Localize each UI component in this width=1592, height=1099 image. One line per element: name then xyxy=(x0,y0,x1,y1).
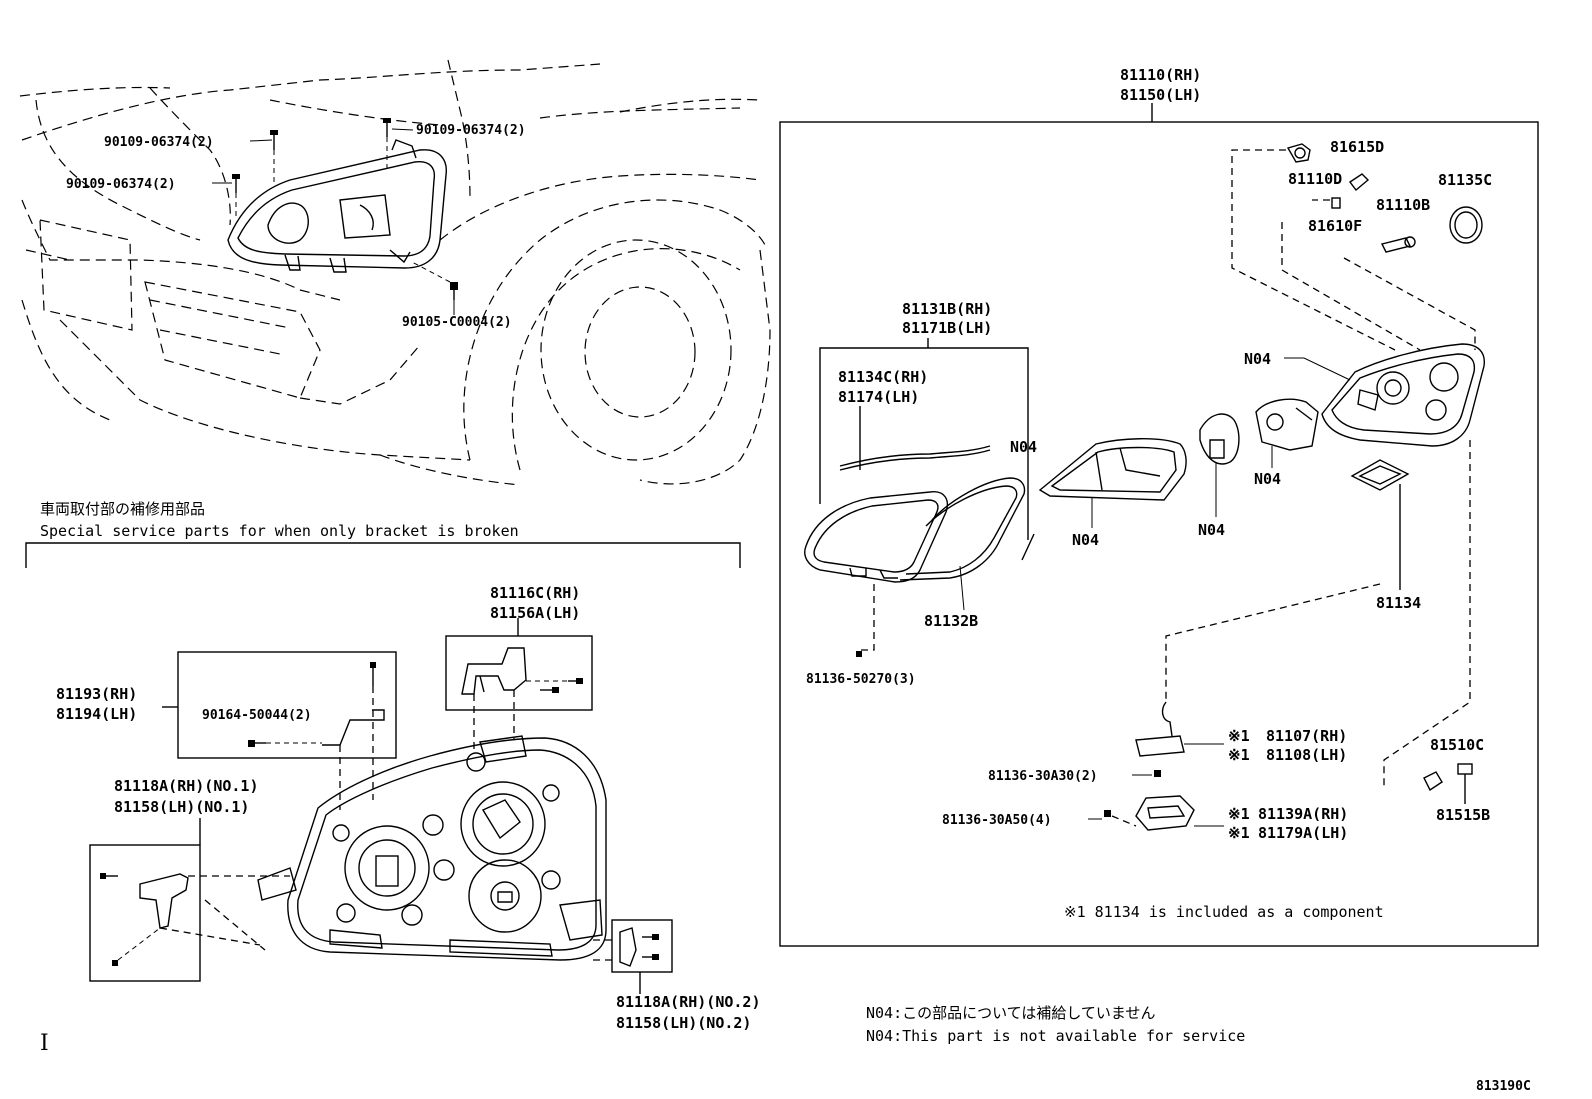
label-socket-615d: 81615D xyxy=(1330,138,1384,156)
gasket-strip xyxy=(839,449,991,471)
label-cover-lh: 81179A(LH) xyxy=(1258,824,1348,842)
bracket-section-border xyxy=(25,542,741,568)
bracket-upper-box xyxy=(445,635,593,711)
label-bracket-no2-lh: 81158(LH)(NO.2) xyxy=(616,1014,751,1032)
label-unit-rh: 81110(RH) xyxy=(1120,66,1201,84)
bracket-top-box xyxy=(177,651,397,759)
label-bracket-top-screw: 90164-50044(2) xyxy=(202,708,312,723)
label-n04-reflector: N04 xyxy=(1072,531,1099,549)
label-ecu-lh: 81108(LH) xyxy=(1266,746,1347,764)
label-ecu-mark-lh: ※1 xyxy=(1228,746,1250,764)
label-bulb-110b: 81110B xyxy=(1376,196,1430,214)
label-cover-mark-rh: ※1 xyxy=(1228,805,1250,823)
bracket-upper-part xyxy=(461,647,583,695)
cap-135c-icon xyxy=(1449,206,1483,244)
socket-615d-icon xyxy=(1348,173,1370,192)
bracket-top-part xyxy=(248,662,385,747)
label-gasket-rh: 81134C(RH) xyxy=(838,368,928,386)
label-screw-lower: 90105-C0004(2) xyxy=(402,315,512,330)
car-front-view xyxy=(19,59,771,486)
label-bracket-upper-rh: 81116C(RH) xyxy=(490,584,580,602)
label-bulb-515b: 81515B xyxy=(1436,806,1490,824)
bulb-515b-icon xyxy=(1457,763,1473,804)
label-n04-lens-side: N04 xyxy=(1010,438,1037,456)
label-bolt-side-left: 90109-06374(2) xyxy=(66,177,176,192)
label-screw-30a50: 81136-30A50(4) xyxy=(942,813,1052,828)
component-note: ※1 81134 is included as a component xyxy=(1064,903,1384,921)
label-unit-lh: 81150(LH) xyxy=(1120,86,1201,104)
car-screw-lower xyxy=(411,261,458,300)
label-cover-rh: 81139A(RH) xyxy=(1258,805,1348,823)
label-screw-lens: 81136-50270(3) xyxy=(806,672,916,687)
label-cap-135c: 81135C xyxy=(1438,171,1492,189)
bulb-d-icon xyxy=(1286,143,1311,163)
reflector-unit xyxy=(1038,438,1187,501)
car-bolt-side-left xyxy=(232,174,240,220)
label-ecu-mark-rh: ※1 xyxy=(1228,727,1250,745)
label-n04-shade: N04 xyxy=(1198,521,1225,539)
ecu-unit xyxy=(1135,701,1224,757)
pad-134 xyxy=(1350,459,1410,491)
lens-unit xyxy=(804,491,948,583)
label-bracket-top-rh: 81193(RH) xyxy=(56,685,137,703)
seal-ring xyxy=(899,477,1026,581)
n04-note-jp: N04:この部品については補給していません xyxy=(866,1004,1155,1022)
ecu-cover xyxy=(1111,795,1224,831)
label-socket-510c: 81510C xyxy=(1430,736,1484,754)
bulb-610f-icon xyxy=(1331,197,1341,209)
shade-unit xyxy=(1199,413,1240,465)
label-bracket-no1-rh: 81118A(RH)(NO.1) xyxy=(114,777,259,795)
car-headlamp xyxy=(227,139,447,273)
label-seal-132b: 81132B xyxy=(924,612,978,630)
n04-note-en: N04:This part is not available for servi… xyxy=(866,1027,1245,1045)
assembly-box xyxy=(779,121,1539,947)
label-n04-projector: N04 xyxy=(1254,470,1281,488)
label-bracket-no1-lh: 81158(LH)(NO.1) xyxy=(114,798,249,816)
projector-unit xyxy=(1255,398,1319,451)
drawing-code: 813190C xyxy=(1476,1079,1531,1094)
label-bolt-upper-right: 90109-06374(2) xyxy=(416,123,526,138)
label-bolt-upper-left: 90109-06374(2) xyxy=(104,135,214,150)
car-bolt-upper-left xyxy=(270,130,278,185)
label-ecu-rh: 81107(RH) xyxy=(1266,727,1347,745)
headlamp-rear-housing xyxy=(257,735,607,961)
label-pad-134: 81134 xyxy=(1376,594,1421,612)
label-bracket-top-lh: 81194(LH) xyxy=(56,705,137,723)
label-lens-rh: 81131B(RH) xyxy=(902,300,992,318)
bracket-no1-box xyxy=(89,844,201,982)
car-bolt-upper-right xyxy=(383,118,391,170)
label-bulb-d: 81110D xyxy=(1288,170,1342,188)
roman-mark: I xyxy=(40,1031,49,1056)
label-lens-lh: 81171B(LH) xyxy=(902,319,992,337)
label-bulb-610f: 81610F xyxy=(1308,217,1362,235)
bulb-110b-icon xyxy=(1380,236,1416,253)
label-bracket-no2-rh: 81118A(RH)(NO.2) xyxy=(616,993,761,1011)
headlamp-housing xyxy=(1321,343,1485,447)
bracket-heading-jp: 車両取付部の補修用部品 xyxy=(40,500,205,518)
bracket-heading-en: Special service parts for when only brac… xyxy=(40,522,519,540)
bracket-no2-part xyxy=(619,927,659,967)
bracket-no2-box xyxy=(611,919,673,973)
label-n04-housing: N04 xyxy=(1244,350,1271,368)
label-gasket-lh: 81174(LH) xyxy=(838,388,919,406)
socket-510c-icon xyxy=(1423,771,1443,792)
bracket-no1-part xyxy=(100,873,189,966)
label-screw-30a30: 81136-30A30(2) xyxy=(988,769,1098,784)
label-bracket-upper-lh: 81156A(LH) xyxy=(490,604,580,622)
label-cover-mark-lh: ※1 xyxy=(1228,824,1250,842)
